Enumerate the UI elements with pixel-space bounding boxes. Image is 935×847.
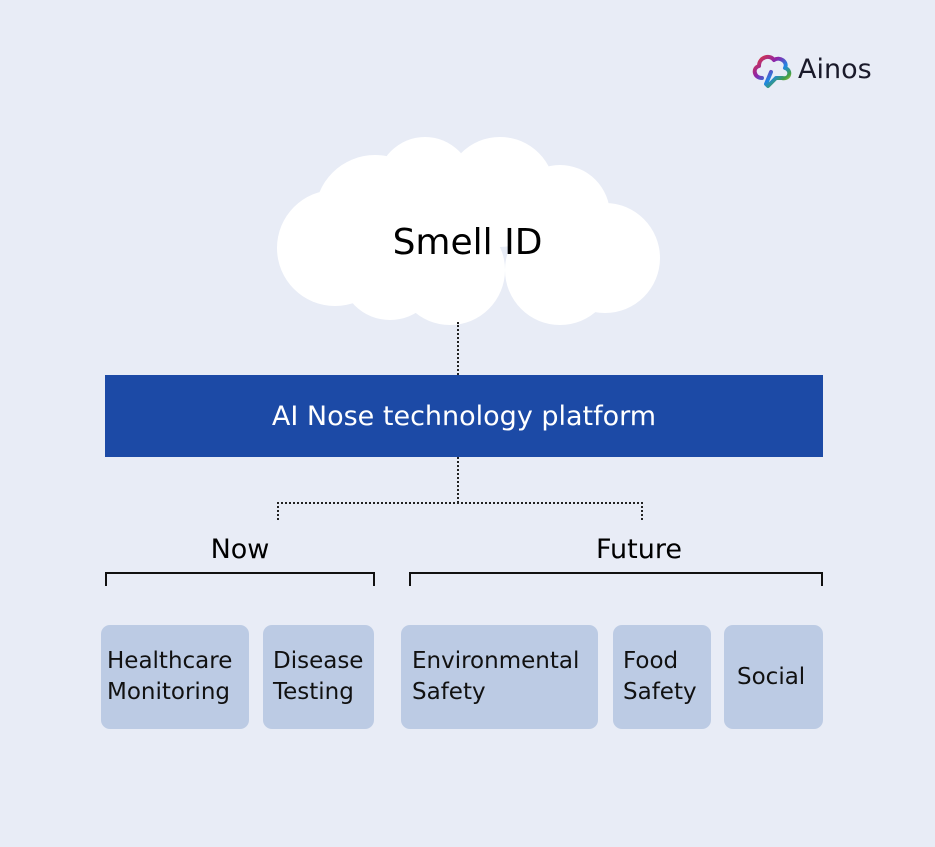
- cloud-shape: [277, 137, 660, 325]
- connector-line: [457, 457, 459, 503]
- box-label: Testing: [273, 679, 354, 705]
- logo-text: Ainos: [798, 54, 872, 85]
- box-social: Social: [724, 625, 823, 729]
- box-label: Healthcare: [107, 648, 233, 674]
- group-now-label: Now: [210, 534, 270, 565]
- box-label: Social: [737, 663, 806, 690]
- box-label: Food: [623, 648, 679, 674]
- connector-branch: [277, 502, 643, 520]
- ainos-logo-icon: [752, 54, 792, 88]
- group-now-bracket: [105, 572, 375, 586]
- connector-line: [457, 322, 459, 375]
- box-label: Safety: [623, 679, 697, 705]
- group-future-bracket: [409, 572, 823, 586]
- platform-bar: AI Nose technology platform: [105, 375, 823, 457]
- box-label: Safety: [412, 679, 486, 705]
- group-future-label: Future: [596, 534, 682, 565]
- box-label: Monitoring: [107, 679, 230, 705]
- platform-label: AI Nose technology platform: [271, 400, 657, 432]
- box-label: Disease: [273, 648, 364, 674]
- cloud-label: Smell ID: [392, 222, 543, 263]
- box-label: Environmental: [412, 648, 580, 674]
